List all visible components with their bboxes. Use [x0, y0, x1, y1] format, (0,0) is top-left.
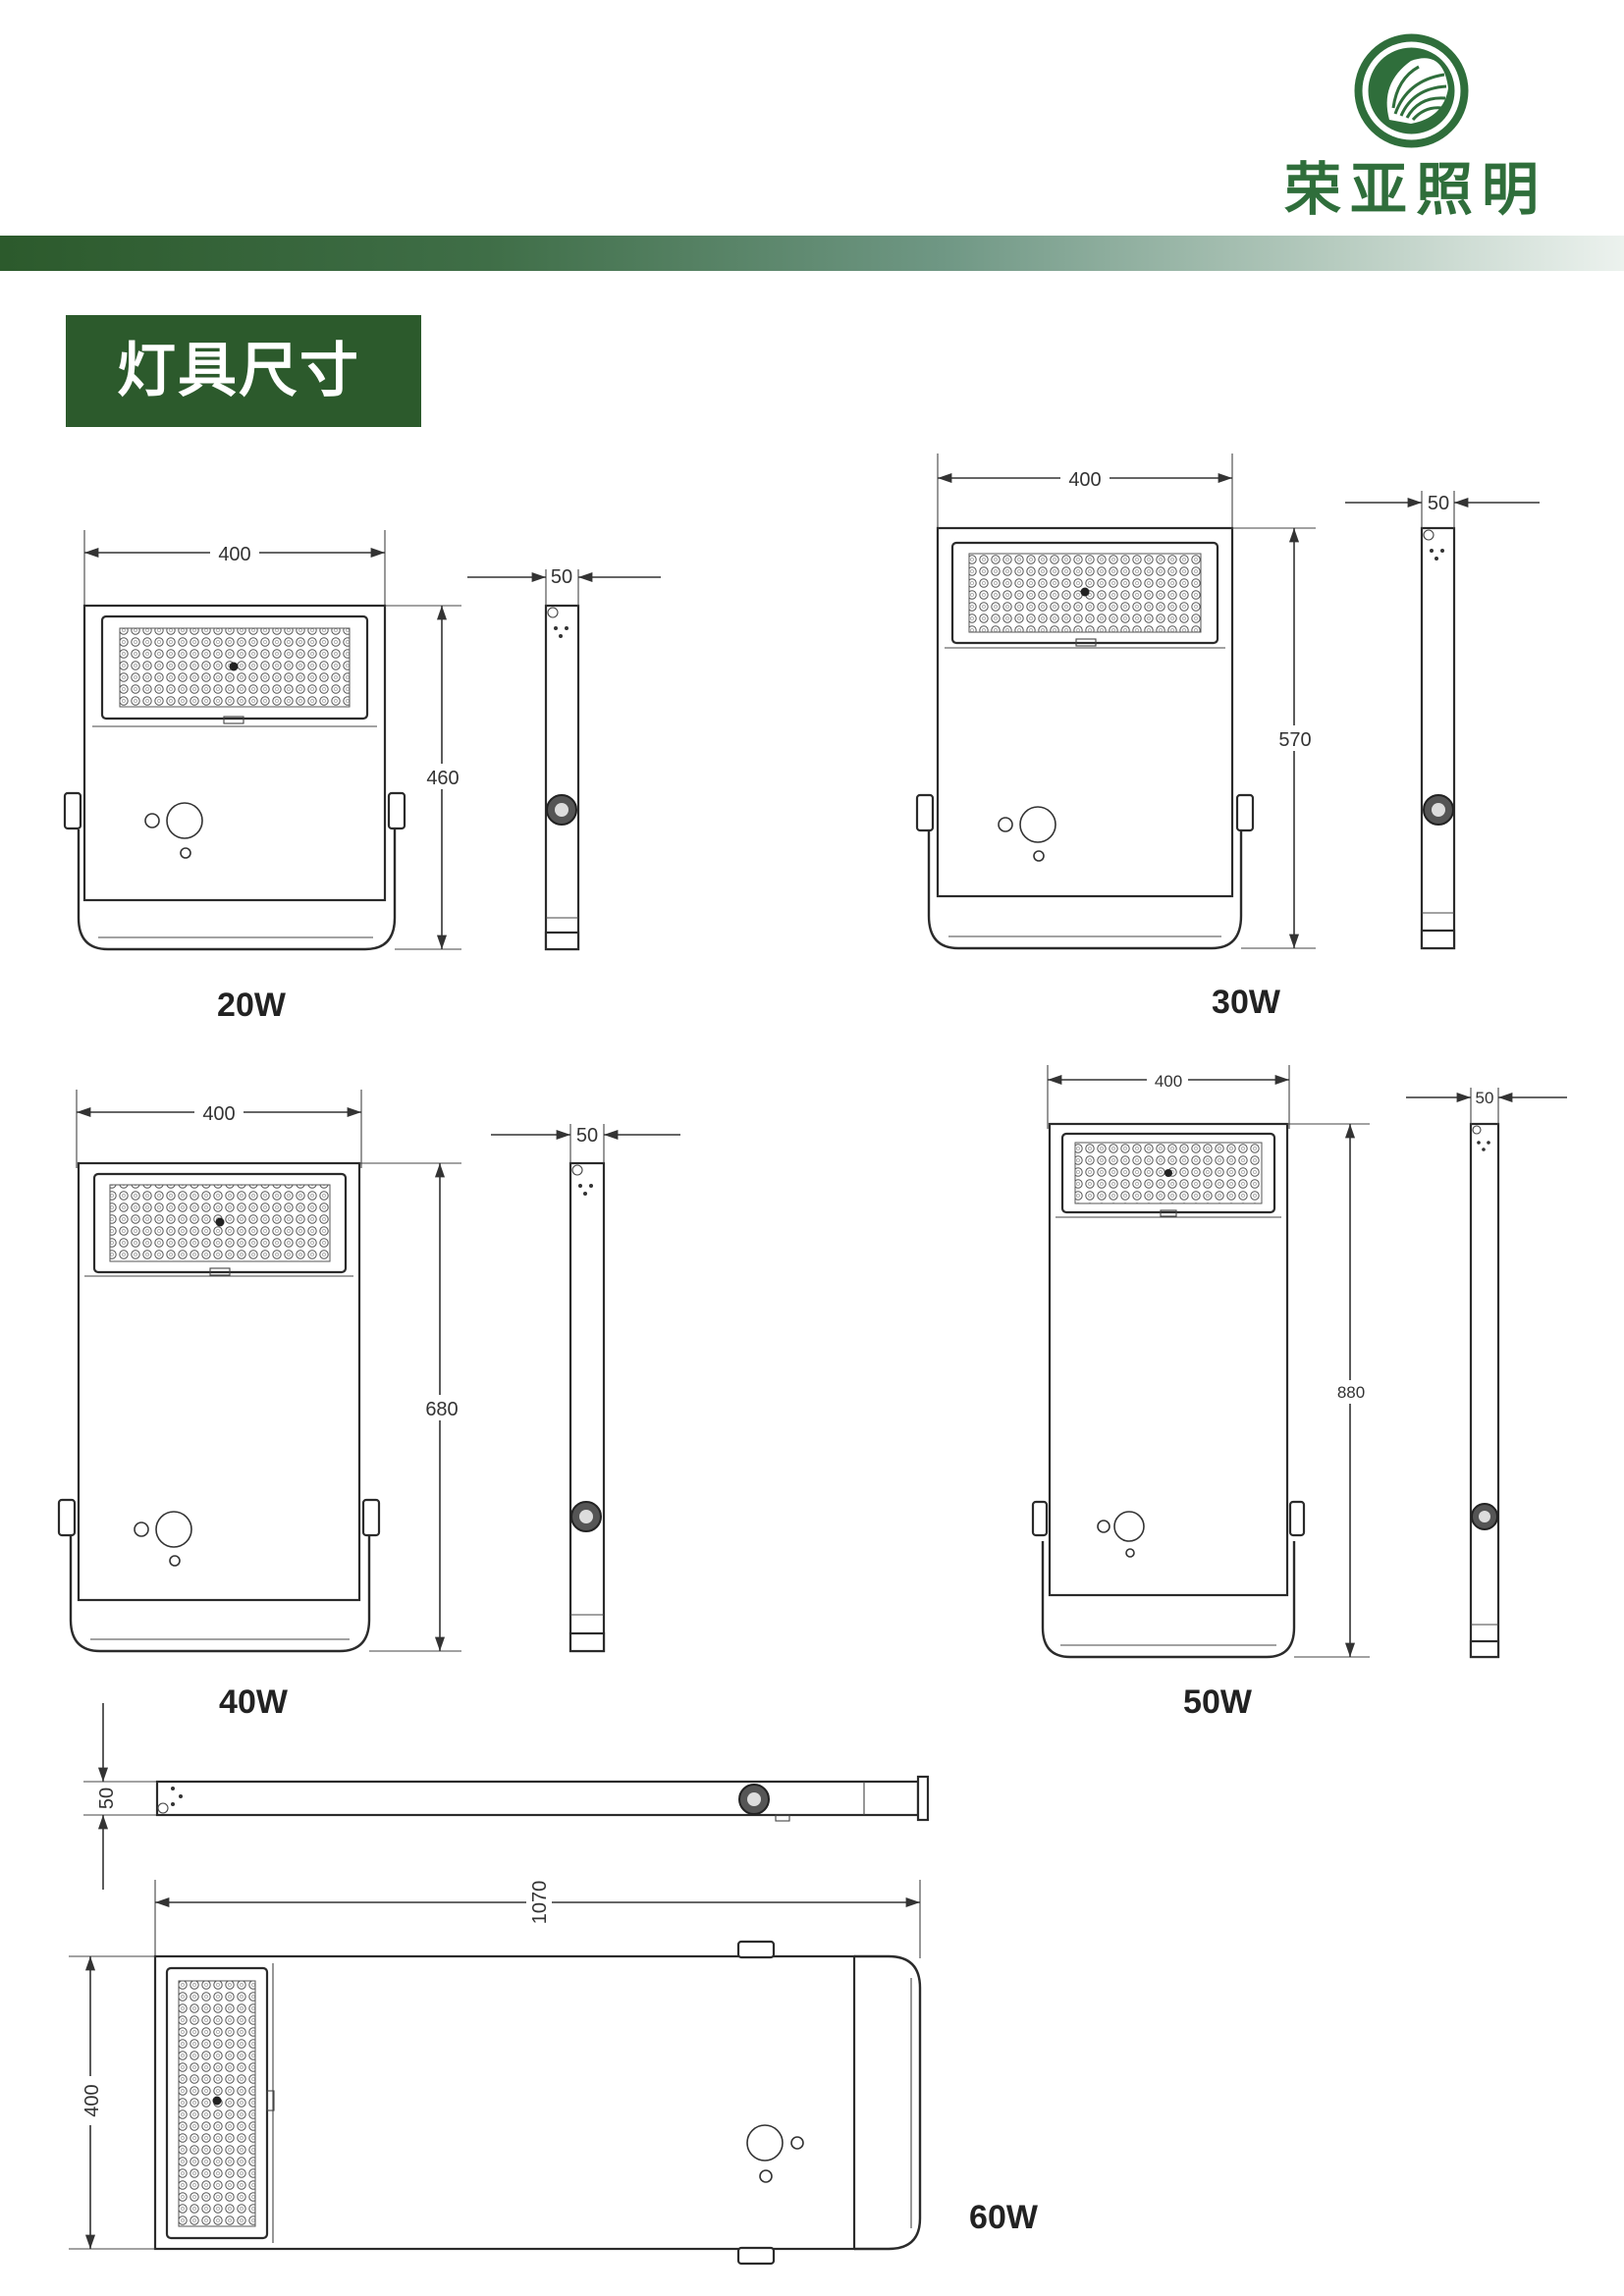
drawing-60w: 50 1070 400 60W: [69, 1703, 1039, 2266]
dim-50w-width: 400: [1155, 1072, 1182, 1091]
dim-60w-depth: 50: [96, 1788, 118, 1809]
dim-40w-depth: 50: [576, 1125, 598, 1147]
drawing-30w: 400 570 50 30W: [915, 454, 1540, 1021]
header-gradient-band: [0, 236, 1624, 271]
dim-30w-width: 400: [1068, 469, 1101, 491]
dim-30w-height: 570: [1278, 729, 1311, 751]
brand-logo-icon: [1354, 33, 1469, 148]
drawing-20w: 400 460 50 20W: [63, 530, 661, 1024]
caption-40w: 40W: [219, 1683, 289, 1721]
dim-20w-depth: 50: [551, 566, 572, 588]
section-title: 灯具尺寸: [66, 315, 421, 427]
dim-40w-height: 680: [425, 1399, 458, 1420]
dim-60w-length: 1070: [529, 1881, 551, 1925]
dim-50w-height: 880: [1337, 1383, 1365, 1402]
dim-20w-height: 460: [426, 768, 459, 789]
brand-name: 荣亚照明: [1284, 156, 1548, 223]
drawing-40w: 400 680 50 40W: [57, 1090, 680, 1721]
dim-30w-depth: 50: [1428, 493, 1449, 514]
dim-50w-depth: 50: [1476, 1089, 1494, 1107]
caption-50w: 50W: [1183, 1683, 1253, 1721]
drawing-50w: 400 880 50 50W: [1031, 1065, 1567, 1721]
caption-30w: 30W: [1212, 984, 1281, 1021]
dim-60w-width: 400: [81, 2084, 103, 2116]
caption-60w: 60W: [969, 2199, 1039, 2236]
dim-20w-width: 400: [218, 544, 250, 565]
caption-20w: 20W: [217, 987, 287, 1024]
dim-40w-width: 400: [202, 1103, 235, 1125]
